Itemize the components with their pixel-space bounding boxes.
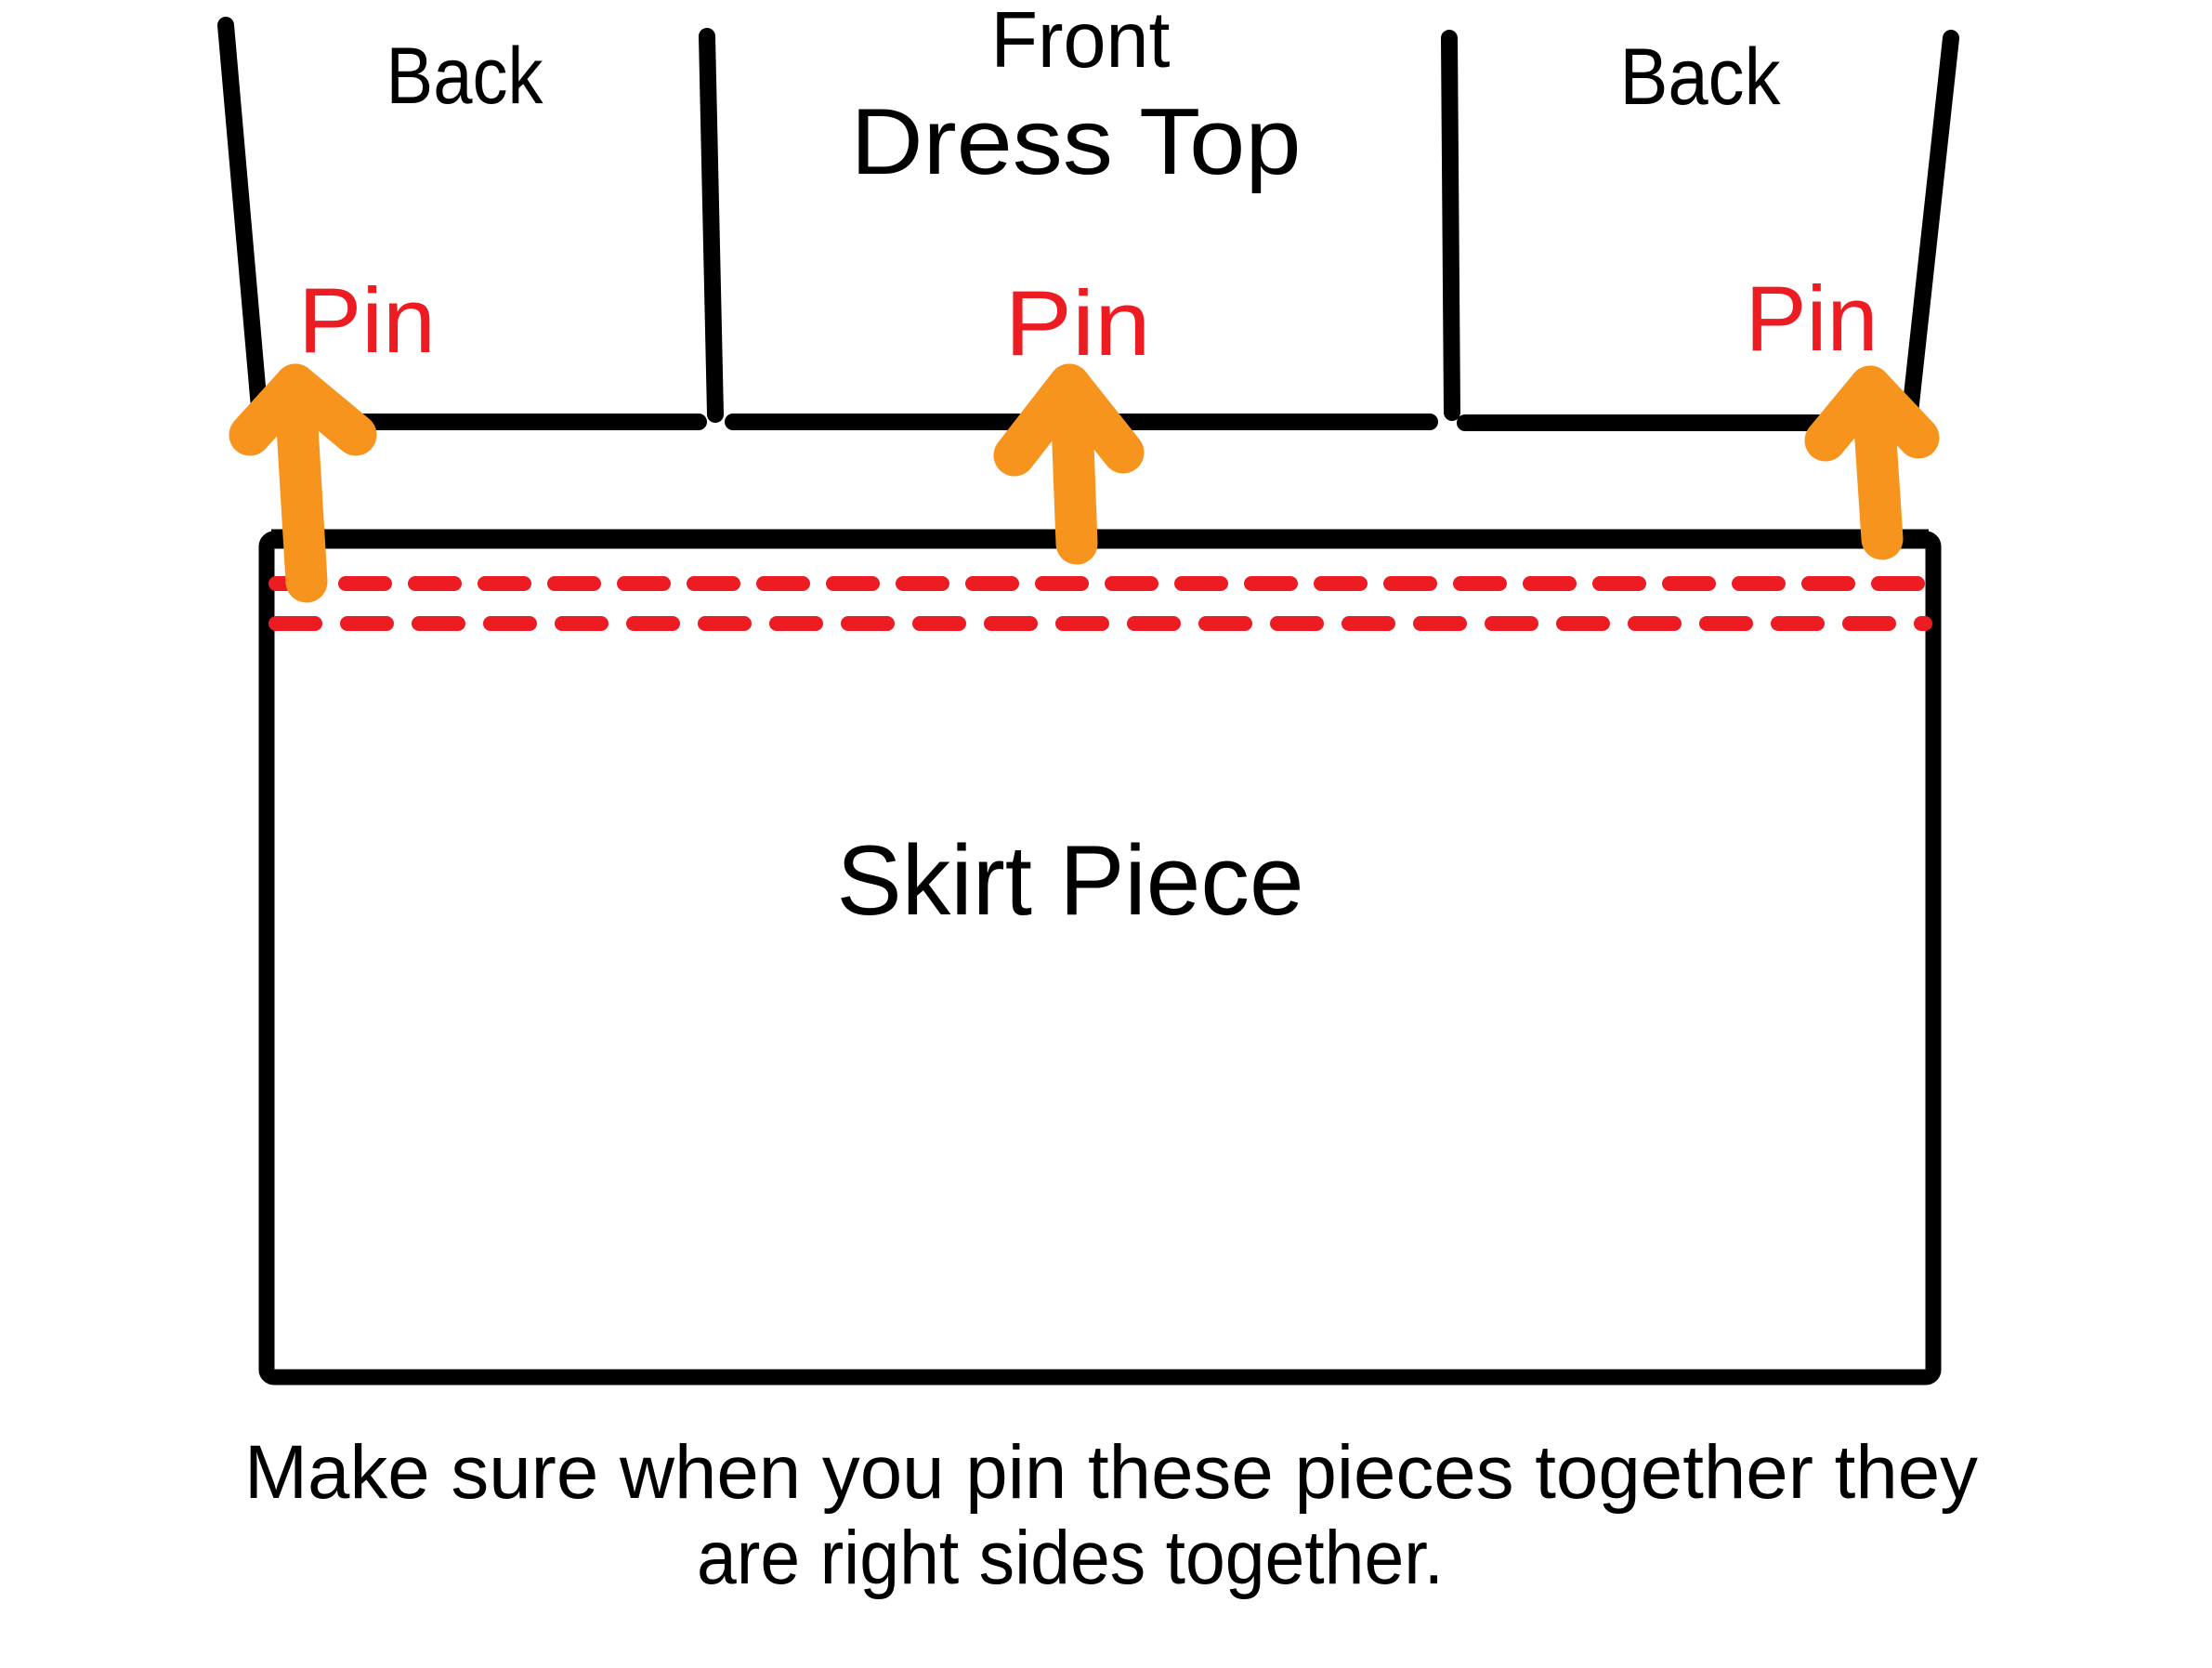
svg-text:Make sure when you pin these p: Make sure when you pin these pieces toge… xyxy=(244,1430,1978,1515)
svg-text:are right sides together.: are right sides together. xyxy=(697,1516,1444,1600)
svg-text:Dress Top: Dress Top xyxy=(851,88,1302,194)
svg-text:Pin: Pin xyxy=(298,269,436,372)
svg-text:Front: Front xyxy=(991,0,1171,85)
svg-text:Back: Back xyxy=(1620,33,1782,122)
svg-text:Pin: Pin xyxy=(1005,271,1151,374)
svg-text:Pin: Pin xyxy=(1746,267,1878,370)
svg-text:Back: Back xyxy=(386,32,544,121)
svg-text:Skirt Piece: Skirt Piece xyxy=(837,824,1304,936)
